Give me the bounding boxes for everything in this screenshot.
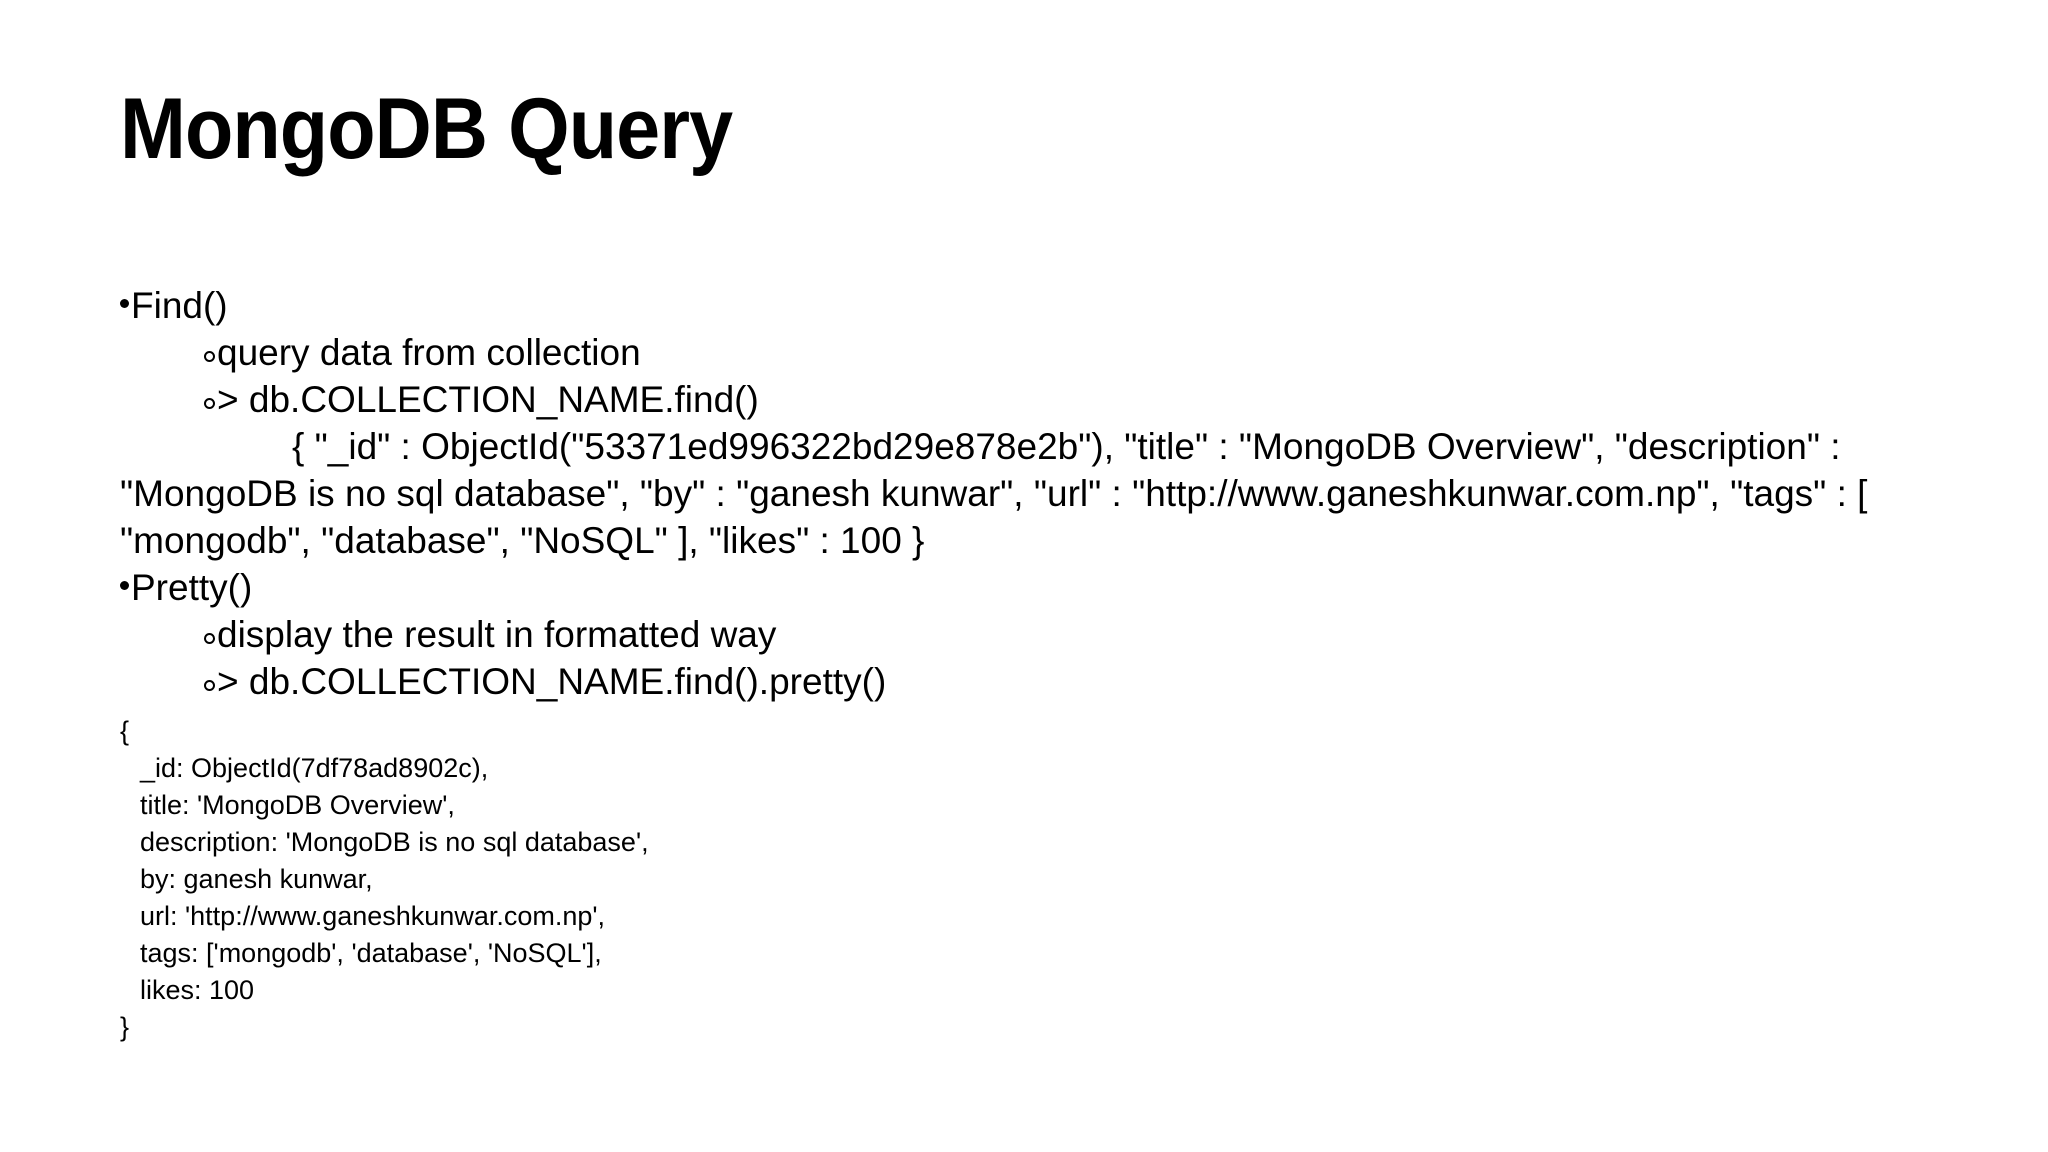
sub-bullet-pretty-description-label: display the result in formatted way (217, 614, 777, 655)
bullet-pretty-label: Pretty() (131, 567, 253, 608)
sub-bullet-find-command-label: > db.COLLECTION_NAME.find() (217, 379, 759, 420)
bullet-find: Find() (120, 282, 1930, 329)
pretty-line-likes: likes: 100 (140, 975, 255, 1005)
pretty-line-by: by: ganesh kunwar, (140, 864, 373, 894)
sub-bullet-pretty-description: display the result in formatted way (120, 611, 1930, 658)
sub-bullet-find-description-label: query data from collection (217, 332, 641, 373)
pretty-line-id: _id: ObjectId(7df78ad8902c), (140, 753, 489, 783)
filled-dot-icon (120, 581, 129, 590)
pretty-line-title: title: 'MongoDB Overview', (140, 790, 455, 820)
bullet-find-label: Find() (131, 285, 228, 326)
pretty-line-url: url: 'http://www.ganeshkunwar.com.np', (140, 901, 606, 931)
sub-bullet-pretty-command-label: > db.COLLECTION_NAME.find().pretty() (217, 661, 887, 702)
page-title: MongoDB Query (120, 81, 733, 177)
hollow-circle-icon (204, 680, 215, 691)
hollow-circle-icon (204, 633, 215, 644)
find-output-document: { "_id" : ObjectId("53371ed996322bd29e87… (120, 426, 1868, 561)
slide-body: Find() query data from collection > db.C… (120, 282, 1930, 1046)
hollow-circle-icon (204, 398, 215, 409)
pretty-line-description: description: 'MongoDB is no sql database… (140, 827, 649, 857)
sub-bullet-find-command: > db.COLLECTION_NAME.find() (120, 376, 1930, 423)
filled-dot-icon (120, 299, 129, 308)
pretty-close-brace: } (120, 1012, 130, 1042)
bullet-pretty: Pretty() (120, 564, 1930, 611)
pretty-open-brace: { (120, 716, 130, 746)
sub-bullet-find-description: query data from collection (120, 329, 1930, 376)
hollow-circle-icon (204, 351, 215, 362)
pretty-output-block: { _id: ObjectId(7df78ad8902c), title: 'M… (120, 713, 1930, 1046)
pretty-line-tags: tags: ['mongodb', 'database', 'NoSQL'], (140, 938, 602, 968)
sub-bullet-pretty-command: > db.COLLECTION_NAME.find().pretty() (120, 658, 1930, 705)
